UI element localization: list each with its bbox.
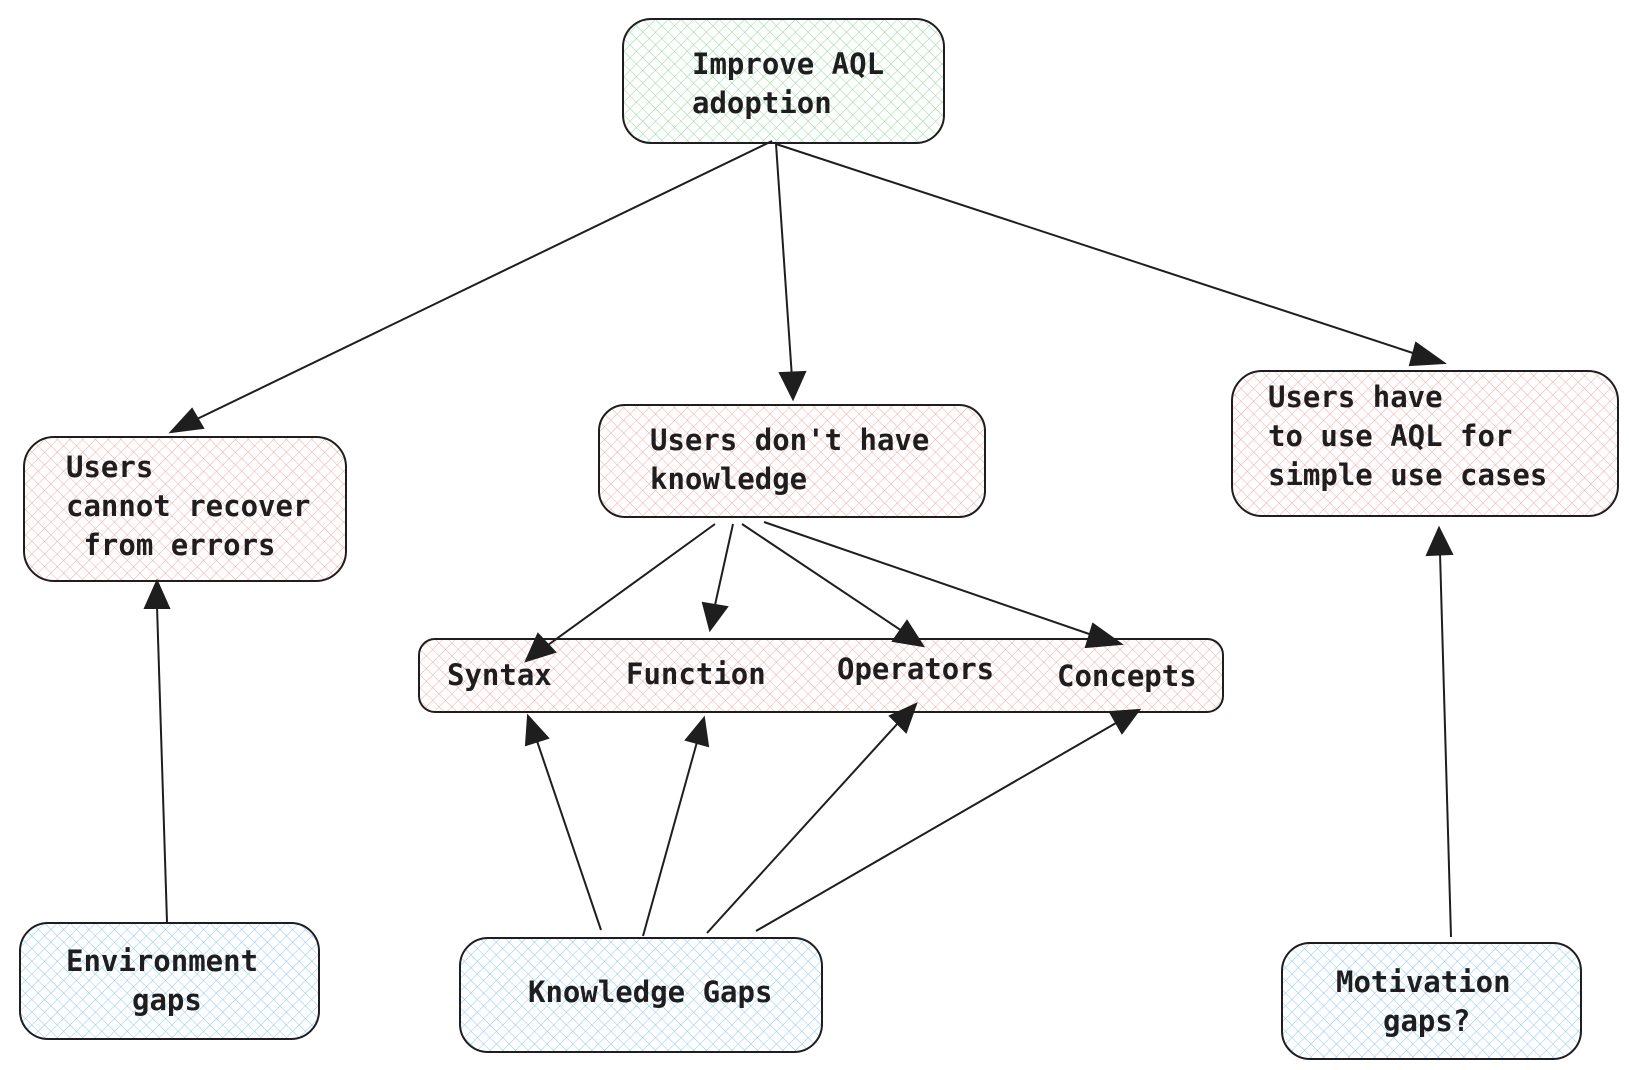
- arrow-to-operators: [741, 523, 903, 632]
- arrow-motivation-to-simple-cases: [1439, 552, 1452, 938]
- arrowhead-motivation: [1425, 525, 1454, 557]
- arrowhead-kg-function: [684, 715, 710, 748]
- arrowhead-operators: [891, 619, 926, 648]
- env-gaps-box: [19, 922, 320, 1040]
- arrowhead-env: [143, 578, 171, 609]
- env-gaps-label-line1: Environment: [66, 944, 259, 978]
- arrow-kg-to-function: [642, 741, 698, 937]
- simple-cases-box: [1231, 370, 1619, 517]
- arrowhead-cannot-recover: [168, 407, 205, 434]
- arrow-to-function: [714, 523, 734, 606]
- no-knowledge-label-line1: Users don't have: [650, 423, 930, 457]
- simple-cases-label-line2: to use AQL for: [1268, 419, 1513, 453]
- arrow-kg-to-operators: [706, 721, 900, 934]
- goal-label-line1: Improve AQL: [692, 47, 885, 81]
- arrowhead-kg-concepts: [1108, 708, 1142, 735]
- concepts-label: Concepts: [1057, 659, 1197, 693]
- arrow-to-concepts: [763, 521, 1096, 637]
- simple-cases-label-line3: simple use cases: [1268, 458, 1548, 492]
- simple-cases-label-line1: Users have: [1268, 380, 1443, 414]
- syntax-label: Syntax: [447, 658, 552, 692]
- no-knowledge-box: [598, 404, 986, 518]
- knowledge-gaps-label: Knowledge Gaps: [528, 975, 773, 1009]
- arrow-goal-to-no-knowledge: [775, 143, 793, 379]
- operators-label: Operators: [837, 652, 995, 686]
- arrow-to-syntax: [547, 523, 716, 646]
- arrowhead-syntax: [524, 632, 557, 663]
- goal-box: [622, 18, 945, 144]
- motivation-gaps-label-line1: Motivation: [1336, 965, 1511, 999]
- cannot-recover-label-line2: cannot recover: [66, 489, 311, 523]
- motivation-gaps-label-line2: gaps?: [1383, 1004, 1471, 1038]
- arrowhead-kg-syntax: [524, 713, 550, 747]
- arrow-env-to-cannot-recover: [156, 605, 168, 923]
- arrow-goal-to-cannot-recover: [194, 140, 773, 421]
- arrow-kg-to-syntax: [536, 740, 602, 931]
- arrowhead-concepts: [1084, 622, 1124, 649]
- goal-label-line2: adoption: [692, 86, 832, 120]
- cannot-recover-box: [23, 436, 347, 582]
- knowledge-gaps-box: [459, 937, 823, 1053]
- motivation-gaps-box: [1281, 942, 1582, 1060]
- function-label: Function: [626, 657, 766, 691]
- arrowhead-kg-operators: [888, 702, 918, 734]
- arrow-goal-to-simple-cases: [775, 143, 1420, 356]
- cannot-recover-label-line1: Users: [66, 450, 154, 484]
- cannot-recover-label-line3: from errors: [66, 528, 276, 562]
- knowledge-areas-box: [418, 638, 1224, 713]
- arrow-kg-to-concepts: [755, 722, 1117, 932]
- arrowhead-simple-cases: [1408, 341, 1447, 367]
- arrowhead-no-knowledge: [778, 370, 807, 402]
- env-gaps-label-line2: gaps: [132, 983, 202, 1017]
- no-knowledge-label-line2: knowledge: [650, 462, 808, 496]
- arrowhead-function: [701, 601, 729, 633]
